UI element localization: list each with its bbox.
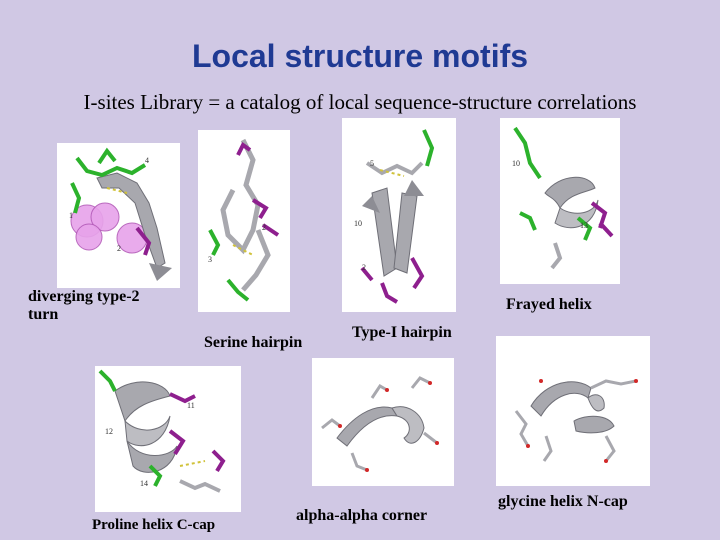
alpha-corner-image <box>312 358 454 486</box>
type1-hairpin-structure: 5 10 2 <box>342 118 456 312</box>
caption-serine-hairpin: Serine hairpin <box>204 334 302 352</box>
frayed-helix-image: 10 13 <box>500 118 620 284</box>
residue-label: 5 <box>370 159 374 168</box>
caption-line: diverging type-2 <box>28 288 140 306</box>
proline-cap-structure: 12 11 14 <box>95 366 241 512</box>
caption-proline-cap: Proline helix C-cap <box>92 516 215 534</box>
caption-diverging-turn: diverging type-2 turn <box>28 288 140 324</box>
frayed-helix-structure: 10 13 <box>500 118 620 284</box>
residue-label: 4 <box>145 156 149 165</box>
alpha-corner-structure <box>312 358 454 486</box>
diverging-turn-image: 4 1 2 <box>57 143 180 288</box>
proline-cap-image: 12 11 14 <box>95 366 241 512</box>
serine-hairpin-structure: 2 3 <box>198 130 290 312</box>
glycine-cap-image <box>496 336 650 486</box>
glycine-cap-structure <box>496 336 650 486</box>
caption-type1-hairpin: Type-I hairpin <box>352 324 452 342</box>
serine-hairpin-image: 2 3 <box>198 130 290 312</box>
slide-subtitle: I-sites Library = a catalog of local seq… <box>0 90 720 115</box>
residue-label: 2 <box>117 244 121 253</box>
caption-frayed-helix: Frayed helix <box>506 296 592 314</box>
residue-label: 10 <box>512 159 520 168</box>
residue-label: 3 <box>208 255 212 264</box>
slide-title: Local structure motifs <box>0 38 720 75</box>
residue-label: 1 <box>69 211 73 220</box>
caption-line: turn <box>28 306 140 324</box>
residue-label: 12 <box>105 427 113 436</box>
residue-label: 2 <box>362 263 366 272</box>
caption-alpha-corner: alpha-alpha corner <box>296 507 427 525</box>
residue-label: 11 <box>187 401 195 410</box>
residue-label: 13 <box>580 221 588 230</box>
residue-label: 10 <box>354 219 362 228</box>
residue-label: 14 <box>140 479 148 488</box>
residue-label: 2 <box>262 223 266 232</box>
diverging-turn-structure: 4 1 2 <box>57 143 180 288</box>
type1-hairpin-image: 5 10 2 <box>342 118 456 312</box>
caption-glycine-cap: glycine helix N-cap <box>498 493 628 511</box>
